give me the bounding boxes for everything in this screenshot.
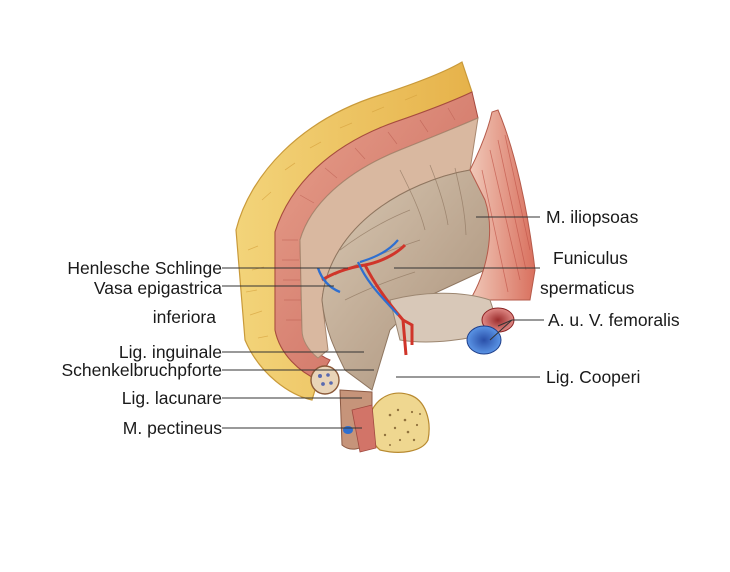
pectineus-muscle [351,404,377,453]
label-m-pectineus: M. pectineus [123,418,222,438]
label-schenkelbruchpforte: Schenkelbruchpforte [61,360,222,380]
muscle-striation [282,107,456,321]
henle-loop-vessel [316,267,341,294]
label-funiculus-line2: spermaticus [540,278,635,298]
iliopsoas-striation [481,134,531,293]
labels-left: Henlesche Schlinge Vasa epigastrica infe… [61,258,222,438]
pubic-bone [368,392,430,453]
epigastric-vein [356,239,399,316]
inguinal-ligament-section [310,365,340,395]
femoral-artery-branch [402,318,414,345]
label-vasa-epigastrica-line2: inferiora [153,307,216,327]
label-vasa-epigastrica: Vasa epigastrica [94,278,222,298]
label-m-iliopsoas: M. iliopsoas [546,207,639,227]
leader-femoralis [489,319,544,341]
small-vein-section [343,426,353,434]
epigastric-artery [321,243,408,356]
bone-trabeculae [383,408,421,446]
labels-right: M. iliopsoas Funiculus spermaticus A. u.… [540,207,680,387]
label-lig-inguinale: Lig. inguinale [119,342,222,362]
ligament-fibers [318,373,333,386]
label-lig-lacunare: Lig. lacunare [122,388,222,408]
illustration [235,61,536,453]
label-femoralis: A. u. V. femoralis [548,310,680,330]
label-lig-cooperi: Lig. Cooperi [546,367,640,387]
label-henlesche-schlinge: Henlesche Schlinge [67,258,222,278]
leader-lines [222,216,544,429]
label-funiculus: Funiculus [553,248,628,268]
femoral-vein-section [466,325,502,355]
